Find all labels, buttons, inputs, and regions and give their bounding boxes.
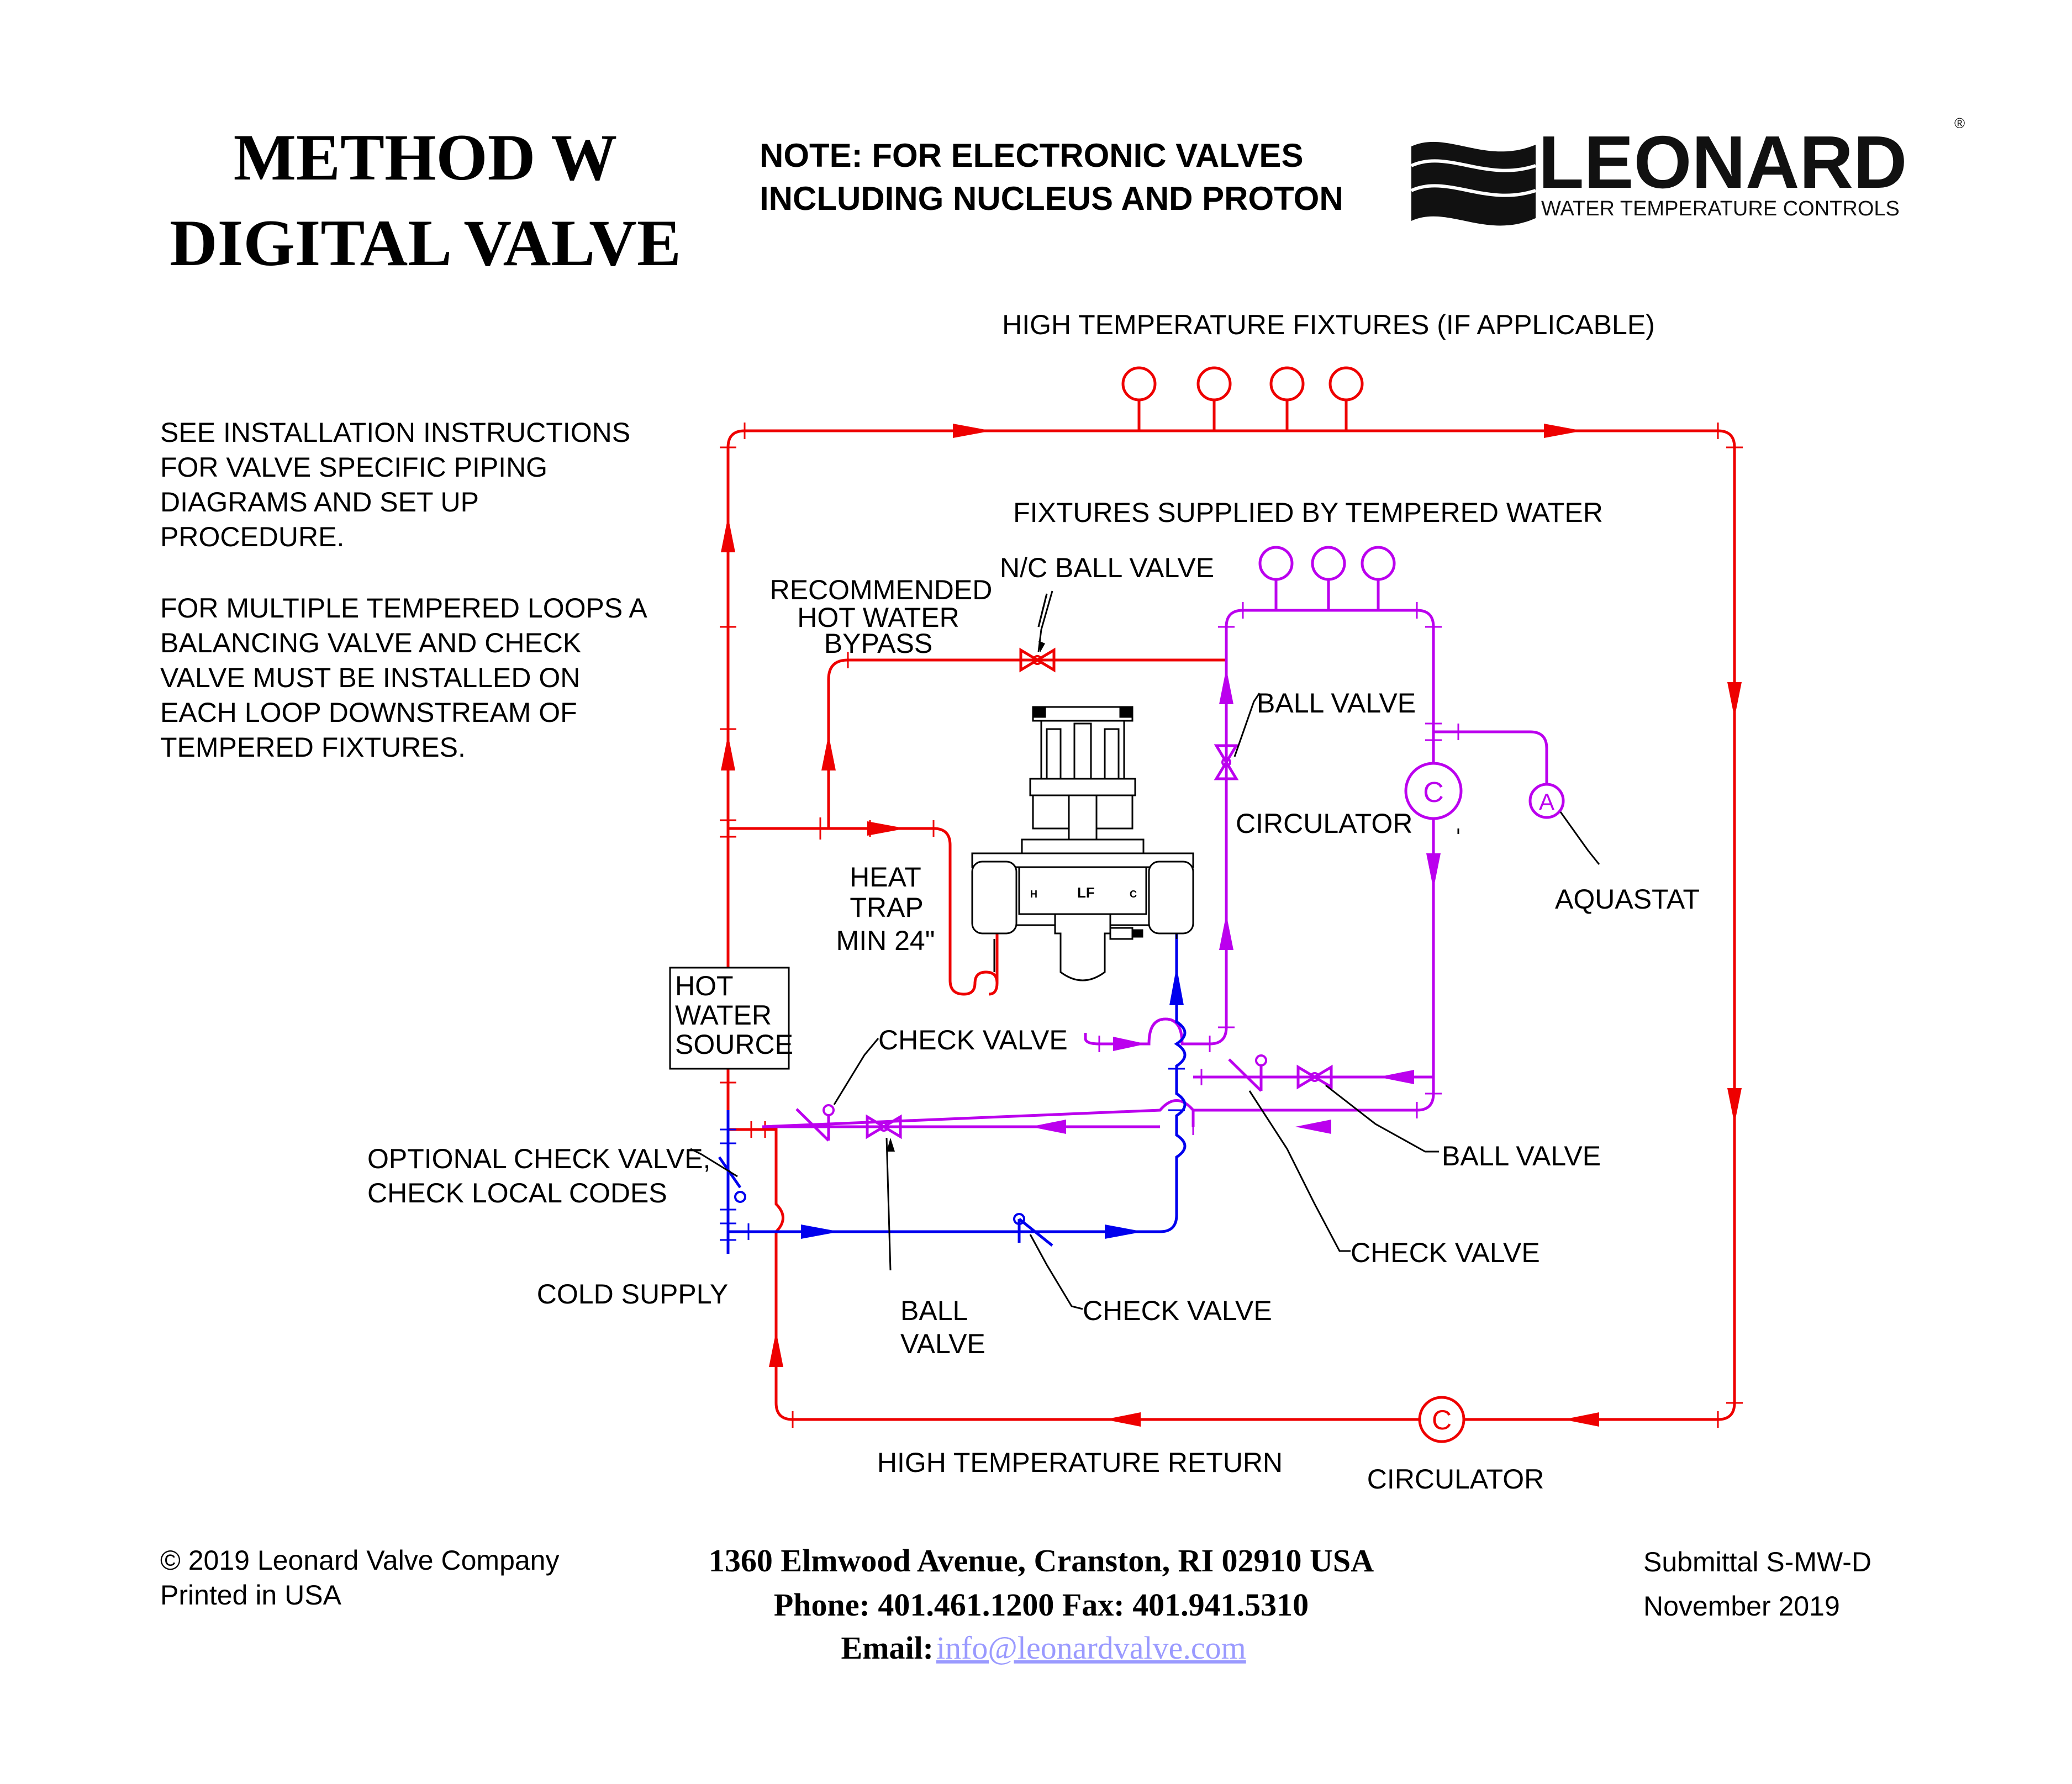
footer-submittal: Submittal S-MW-D xyxy=(1643,1547,1871,1577)
logo-word: LEONARD xyxy=(1538,120,1907,204)
note-line1: NOTE: FOR ELECTRONIC VALVES xyxy=(760,137,1303,174)
instr-p2-l2: BALANCING VALVE AND CHECK xyxy=(160,627,581,658)
diagram-labels: HIGH TEMPERATURE FIXTURES (IF APPLICABLE… xyxy=(367,309,1700,1495)
instr-p1-l3: DIAGRAMS AND SET UP xyxy=(160,487,479,518)
hot-arrow-2 xyxy=(1544,424,1583,438)
hot-water-source-line1: HOT xyxy=(675,970,734,1001)
installation-instructions: SEE INSTALLATION INSTRUCTIONS FOR VALVE … xyxy=(160,417,647,763)
label-bypass-2: HOT WATER xyxy=(797,602,959,633)
footer-email-label: Email: xyxy=(841,1630,934,1666)
instr-p1-l1: SEE INSTALLATION INSTRUCTIONS xyxy=(160,417,630,448)
check-valve-bottom-icon xyxy=(1013,1213,1053,1247)
ball-valve-left-icon xyxy=(866,1114,902,1139)
valve-lf-mark: LF xyxy=(1077,884,1095,901)
label-circulator-bottom: CIRCULATOR xyxy=(1367,1464,1544,1495)
hot-arrow-9 xyxy=(1563,1412,1599,1427)
instr-p2-l1: FOR MULTIPLE TEMPERED LOOPS A xyxy=(160,593,647,624)
label-ball-valve-bottom-1: BALL xyxy=(900,1295,968,1326)
footer-email-link[interactable]: info@leonardvalve.com xyxy=(936,1630,1246,1666)
check-valve-right-icon xyxy=(1228,1054,1267,1092)
label-aquastat: AQUASTAT xyxy=(1555,884,1700,915)
label-bypass-1: RECOMMENDED xyxy=(770,574,993,605)
label-circulator-top: CIRCULATOR xyxy=(1236,808,1412,839)
hot-arrow-7 xyxy=(1727,682,1742,718)
label-heat-trap-3: MIN 24" xyxy=(836,925,935,956)
hot-supply-riser xyxy=(726,429,1736,1421)
tempered-fixture-1 xyxy=(1258,546,1294,581)
footer-address: 1360 Elmwood Avenue, Cranston, RI 02910 … xyxy=(709,1543,1374,1579)
tempered-water-piping: A C xyxy=(762,546,1565,1142)
label-heat-trap-2: TRAP xyxy=(850,892,923,923)
hot-water-piping: C xyxy=(720,366,1743,1443)
leader-lines xyxy=(690,590,1600,1310)
high-temp-fixture-4 xyxy=(1328,366,1364,402)
hot-arrow-3 xyxy=(721,516,735,552)
label-nc-ball-valve: N/C BALL VALVE xyxy=(1000,552,1214,583)
instr-p2-l5: TEMPERED FIXTURES. xyxy=(160,732,466,763)
tempered-fixture-2 xyxy=(1311,546,1346,581)
label-high-temp-fixtures: HIGH TEMPERATURE FIXTURES (IF APPLICABLE… xyxy=(1002,309,1655,340)
digital-valve-icon xyxy=(971,706,1194,981)
aquastat-symbol: A xyxy=(1539,789,1554,815)
label-high-temp-return: HIGH TEMPERATURE RETURN xyxy=(877,1447,1283,1478)
note-line2: INCLUDING NUCLEUS AND PROTON xyxy=(760,180,1343,217)
aquastat-icon xyxy=(1528,783,1565,819)
nc-ball-valve-icon xyxy=(1019,647,1056,673)
hot-water-source-line2: WATER xyxy=(675,1000,772,1031)
footer-date: November 2019 xyxy=(1643,1591,1840,1622)
ball-valve-right-icon xyxy=(1296,1064,1333,1090)
high-temp-fixture-1 xyxy=(1121,366,1157,402)
hot-arrow-10 xyxy=(1105,1412,1141,1427)
logo-tagline: WATER TEMPERATURE CONTROLS xyxy=(1541,197,1900,220)
instr-p2-l4: EACH LOOP DOWNSTREAM OF xyxy=(160,697,577,728)
footer: © 2019 Leonard Valve Company Printed in … xyxy=(160,1543,1871,1666)
label-optional-check-2: CHECK LOCAL CODES xyxy=(367,1178,667,1208)
instr-p1-l4: PROCEDURE. xyxy=(160,521,344,552)
footer-phone: Phone: 401.461.1200 Fax: 401.941.5310 xyxy=(774,1587,1309,1623)
hot-water-source-line3: SOURCE xyxy=(675,1029,793,1060)
high-temp-fixture-3 xyxy=(1269,366,1305,402)
label-tempered-fixtures: FIXTURES SUPPLIED BY TEMPERED WATER xyxy=(1013,497,1603,528)
hot-arrow-8 xyxy=(1727,1088,1742,1124)
return-circulator-icon xyxy=(1418,1396,1465,1443)
label-heat-trap-1: HEAT xyxy=(850,862,921,893)
hot-arrow-11 xyxy=(769,1331,783,1367)
label-check-valve-left: CHECK VALVE xyxy=(878,1025,1068,1055)
label-ball-valve-bottom-2: VALVE xyxy=(900,1328,985,1359)
footer-copyright: © 2019 Leonard Valve Company xyxy=(160,1545,560,1576)
ball-valve-top-icon xyxy=(1214,744,1239,780)
label-check-valve-right: CHECK VALVE xyxy=(1351,1237,1540,1268)
footer-printed: Printed in USA xyxy=(160,1580,342,1611)
title-line1: METHOD W xyxy=(234,120,618,194)
optional-check-valve-icon xyxy=(718,1156,746,1203)
wave-logo-icon xyxy=(1411,141,1536,226)
hot-arrow-1 xyxy=(953,424,992,438)
label-check-valve-bottom: CHECK VALVE xyxy=(1083,1295,1272,1326)
title-line2: DIGITAL VALVE xyxy=(170,206,681,279)
label-ball-valve-top: BALL VALVE xyxy=(1257,688,1416,719)
hot-arrow-4 xyxy=(721,735,735,770)
logo-registered: ® xyxy=(1954,115,1965,131)
return-circulator-symbol: C xyxy=(1432,1405,1452,1435)
tempered-circulator-symbol: C xyxy=(1423,777,1444,809)
bypass-pipe xyxy=(827,658,1226,828)
valve-c-mark: C xyxy=(1130,889,1137,900)
hot-water-source-box xyxy=(669,967,790,1070)
hot-arrow-5 xyxy=(821,735,836,770)
leonard-logo: LEONARD WATER TEMPERATURE CONTROLS ® xyxy=(1410,115,1965,226)
cold-water-piping xyxy=(718,933,1187,1254)
instr-p2-l3: VALVE MUST BE INSTALLED ON xyxy=(160,662,580,693)
high-temp-fixture-2 xyxy=(1196,366,1232,402)
instr-p1-l2: FOR VALVE SPECIFIC PIPING xyxy=(160,452,547,483)
tempered-circulator-icon xyxy=(1404,762,1463,820)
tempered-fixture-3 xyxy=(1361,546,1396,581)
hot-arrow-6 xyxy=(867,821,906,836)
check-valve-left-icon xyxy=(795,1104,835,1142)
label-bypass-3: BYPASS xyxy=(824,628,932,659)
valve-h-mark: H xyxy=(1030,889,1037,900)
label-ball-valve-right: BALL VALVE xyxy=(1442,1141,1601,1171)
label-optional-check-1: OPTIONAL CHECK VALVE, xyxy=(367,1143,710,1174)
label-cold-supply: COLD SUPPLY xyxy=(537,1279,728,1310)
